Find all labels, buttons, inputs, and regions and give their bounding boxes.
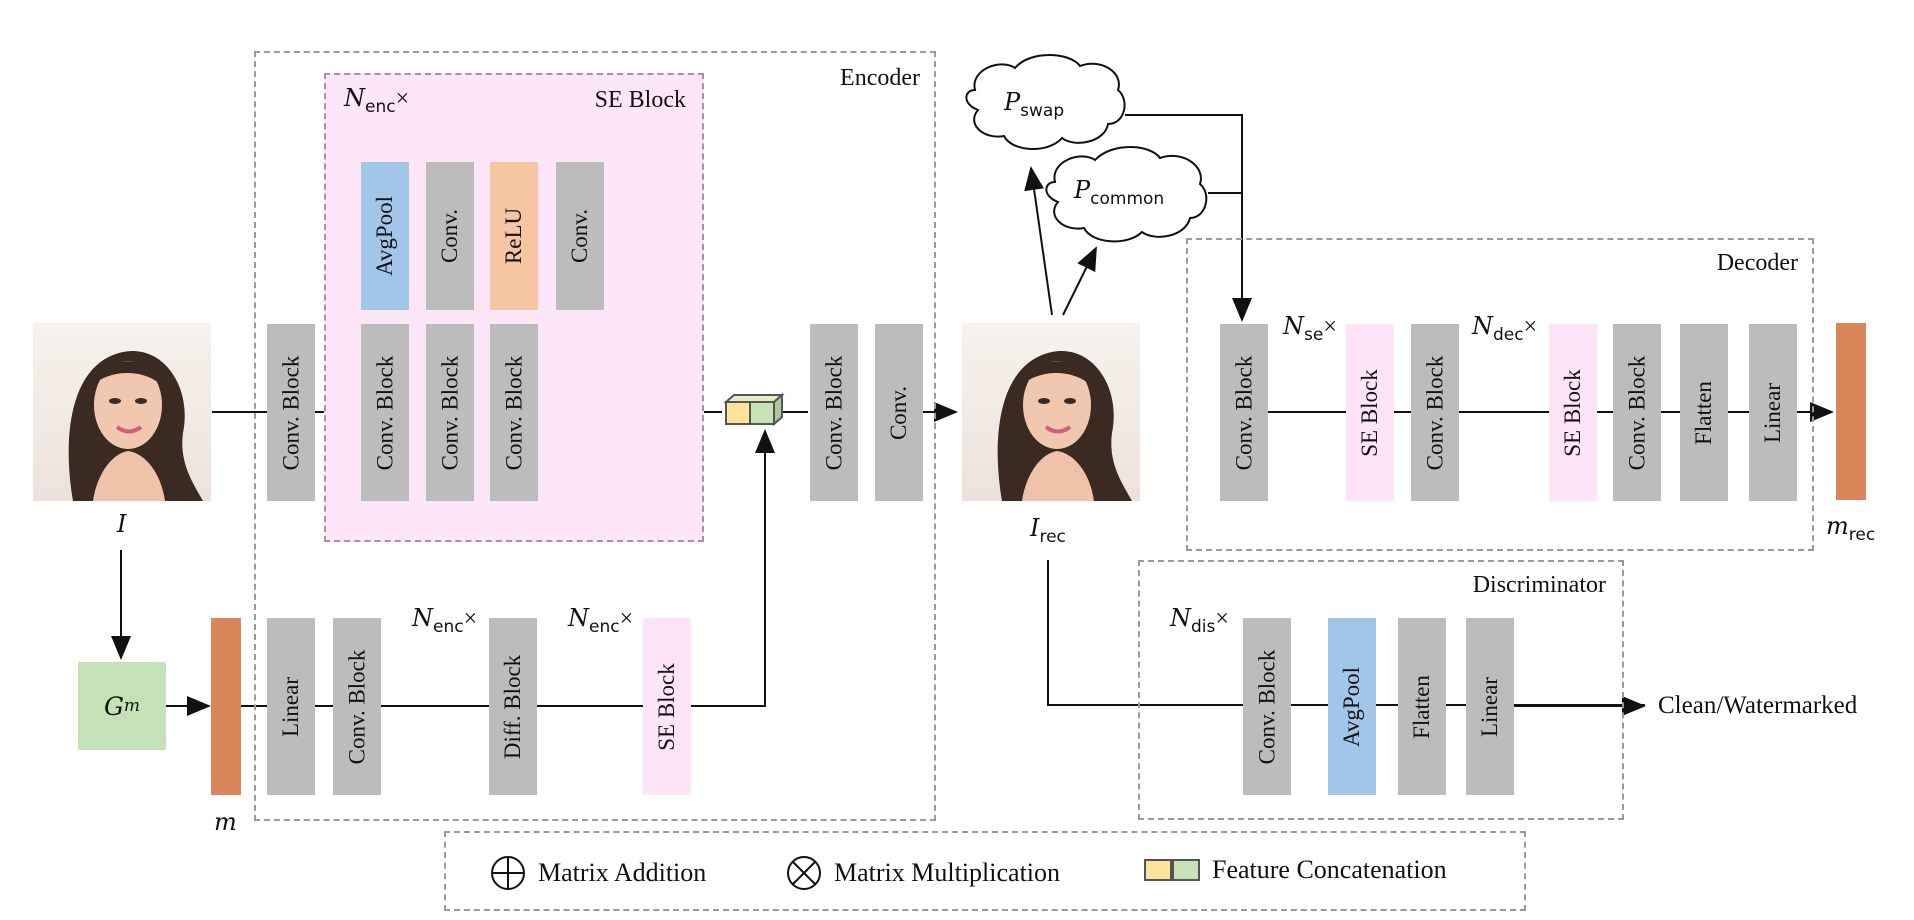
reconstructed-image (962, 323, 1140, 501)
decoder-flatten: Flatten (1680, 324, 1728, 501)
discriminator-avgpool: AvgPool (1328, 618, 1376, 795)
encoder-conv-out: Conv. (875, 324, 923, 501)
p-common-cloud (1045, 146, 1208, 243)
discriminator-conv-block: Conv. Block (1243, 618, 1291, 795)
output-label: Clean/Watermarked (1658, 692, 1858, 719)
discriminator-linear: Linear (1466, 618, 1514, 795)
decoder-region: Decoder (1186, 238, 1814, 551)
decoder-conv-block-1: Conv. Block (1220, 324, 1268, 501)
watermark-conv-block: Conv. Block (333, 618, 381, 795)
decoder-se-block-1: SE Block (1346, 324, 1394, 501)
se-conv-block-1: Conv. Block (361, 324, 409, 501)
label-I-rec: Irec (1030, 514, 1066, 547)
label-n-enc-se: Nenc× (344, 84, 410, 117)
discriminator-label: Discriminator (1472, 572, 1606, 598)
label-I: I (117, 510, 127, 538)
legend-matrix-addition: Matrix Addition (490, 855, 706, 891)
se-relu: ReLU (490, 162, 538, 310)
label-p-swap: Pswap (1004, 88, 1065, 121)
face-portrait-icon (997, 351, 1132, 501)
watermark-vector-m-rec (1836, 323, 1866, 500)
se-avgpool: AvgPool (361, 162, 409, 310)
label-m-rec: mrec (1826, 512, 1876, 545)
se-conv-2: Conv. (556, 162, 604, 310)
legend: Matrix Addition Matrix Multiplication Fe… (444, 831, 1526, 911)
watermark-se-block: SE Block (643, 618, 691, 795)
se-conv-block-3: Conv. Block (490, 324, 538, 501)
label-m: m (214, 808, 237, 836)
matrix-addition-icon (491, 856, 525, 890)
decoder-conv-block-3: Conv. Block (1613, 324, 1661, 501)
legend-feature-concatenation: Feature Concatenation (1144, 855, 1447, 885)
label-p-common: Pcommon (1074, 176, 1165, 209)
input-image (33, 323, 211, 501)
feature-concatenation-icon (1144, 859, 1200, 881)
watermark-linear: Linear (267, 618, 315, 795)
matrix-multiplication-icon (787, 856, 821, 890)
se-block-region-label: SE Block (594, 87, 686, 113)
discriminator-flatten: Flatten (1398, 618, 1446, 795)
legend-matrix-multiplication: Matrix Multiplication (786, 855, 1060, 891)
label-n-se: Nse× (1283, 312, 1337, 345)
discriminator-region: Discriminator (1138, 560, 1624, 820)
decoder-label: Decoder (1716, 250, 1798, 276)
encoder-conv-block-1: Conv. Block (267, 324, 315, 501)
p-swap-cloud (965, 54, 1126, 151)
se-conv-block-2: Conv. Block (426, 324, 474, 501)
watermark-vector-m (211, 618, 241, 795)
label-n-enc-diff: Nenc× (412, 604, 478, 637)
face-portrait-icon (68, 351, 203, 501)
label-n-dec: Ndec× (1472, 312, 1538, 345)
encoder-conv-block-2: Conv. Block (810, 324, 858, 501)
label-n-enc-se-bottom: Nenc× (568, 604, 634, 637)
label-n-dis: Ndis× (1170, 604, 1229, 637)
se-conv-1: Conv. (426, 162, 474, 310)
feature-concatenation-symbol (723, 392, 785, 427)
encoder-label: Encoder (840, 65, 920, 91)
watermark-diff-block: Diff. Block (489, 618, 537, 795)
encoder-region: Encoder (254, 51, 936, 821)
decoder-se-block-2: SE Block (1549, 324, 1597, 501)
decoder-linear: Linear (1749, 324, 1797, 501)
decoder-conv-block-2: Conv. Block (1411, 324, 1459, 501)
